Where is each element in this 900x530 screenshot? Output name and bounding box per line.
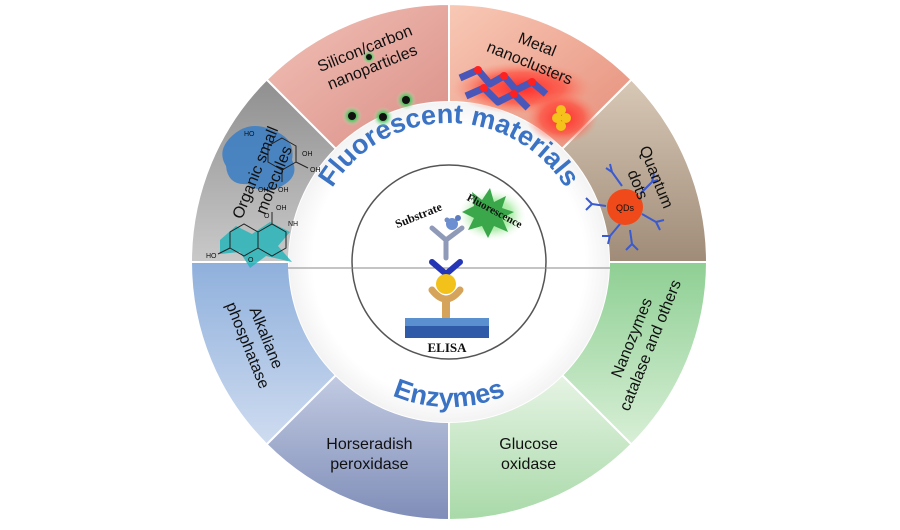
molecule-label-9: HO xyxy=(206,253,217,260)
segment-label-line: oxidase xyxy=(501,456,556,473)
molecule-label-3: OH xyxy=(278,187,289,194)
fluorescence-burst-icon xyxy=(462,188,514,238)
plate-base-icon xyxy=(405,326,489,338)
molecule-label-8: O xyxy=(248,257,254,264)
molecule-label-5: NH xyxy=(288,221,298,228)
molecule-label-6: OH xyxy=(276,205,287,212)
molecule-label-7: O xyxy=(264,213,270,220)
molecule-label-4: OH xyxy=(258,187,269,194)
elisa-label: ELISA xyxy=(427,340,467,355)
segment-label-line: Horseradish xyxy=(326,436,412,453)
antigen-icon xyxy=(436,274,456,294)
qd-label: QDs xyxy=(616,203,635,213)
elisa-illustration: Substrate Fluorescence ELISA xyxy=(393,188,526,355)
segment-label-glucose: Glucose oxidase xyxy=(499,436,558,473)
antibody-capture-icon xyxy=(428,286,464,318)
metal-nanoclusters-icon xyxy=(452,62,598,144)
plate-surface-icon xyxy=(405,318,489,326)
molecule-label-1: OH xyxy=(302,151,313,158)
segment-label-line: Glucose xyxy=(499,436,558,453)
organic-molecules-icon: OH OH OH OH HO NH OH O O HO xyxy=(206,126,321,268)
molecule-label-0: HO xyxy=(244,131,255,138)
quantum-dot-icon: QDs xyxy=(585,163,665,251)
segment-label-horseradish: Horseradish peroxidase xyxy=(326,436,412,473)
segment-label-line: peroxidase xyxy=(330,456,408,473)
silicon-nanoparticles-icon xyxy=(342,50,416,127)
antibody-top-icon xyxy=(429,215,465,261)
molecule-label-2: OH xyxy=(310,167,321,174)
